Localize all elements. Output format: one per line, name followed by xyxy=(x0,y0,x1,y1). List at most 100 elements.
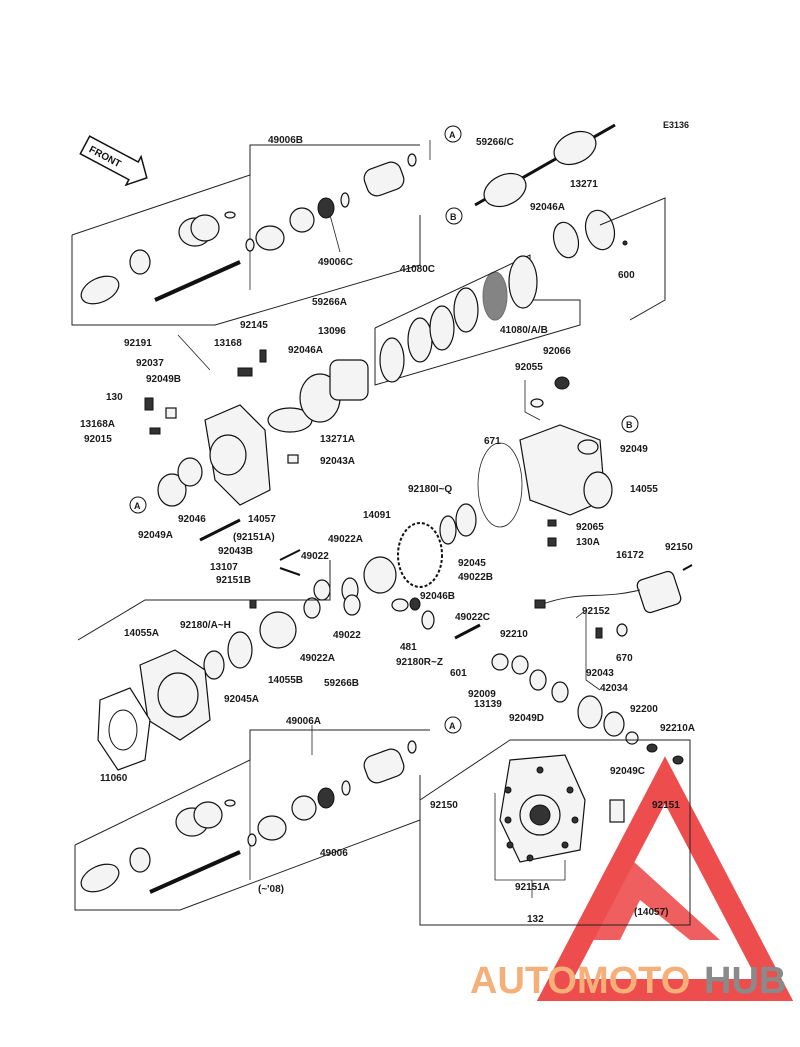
label-92046B: 92046B xyxy=(420,591,455,602)
label-49006B: 49006B xyxy=(268,135,303,146)
label-92180R-Z: 92180R~Z xyxy=(396,657,443,668)
clutch-pack-assembly: 41080C 41080/A/B xyxy=(374,254,581,386)
label-92049: 92049 xyxy=(620,444,648,455)
diagram-code: E3136 xyxy=(663,120,689,130)
sub-assembly-box-14057: 92150 92151 92151A 132 (14057) xyxy=(419,739,691,926)
label-92065: 92065 xyxy=(576,522,604,533)
label-41080AB: 41080/A/B xyxy=(500,325,548,336)
label-14057-paren: (14057) xyxy=(634,907,668,918)
label-92145: 92145 xyxy=(240,320,268,331)
label-13107: 13107 xyxy=(210,562,238,573)
label-49006C: 49006C xyxy=(318,257,353,268)
housing-14055A: 14055A 11060 xyxy=(77,560,331,784)
ref-marker-b-mid xyxy=(621,415,639,433)
svg-text:A: A xyxy=(449,721,456,731)
label-42034: 42034 xyxy=(600,683,628,694)
label-92210: 92210 xyxy=(500,629,528,640)
label-481: 481 xyxy=(400,642,417,653)
label-92151A-paren: (92151A) xyxy=(233,532,275,543)
watermark-part1: AUTOMOTO xyxy=(470,960,690,1002)
label-671: 671 xyxy=(484,436,501,447)
label-49006A: 49006A xyxy=(286,716,321,727)
label-92210A: 92210A xyxy=(660,723,695,734)
rear-housing-14055: B 92066 92055 92049 671 92180I~Q 14055 9… xyxy=(408,346,658,548)
label-14055A: 14055A xyxy=(124,628,159,639)
label-59266B: 59266B xyxy=(324,678,359,689)
label-601: 601 xyxy=(450,668,467,679)
label-92046A-top: 92046A xyxy=(530,202,565,213)
label-92191: 92191 xyxy=(124,338,152,349)
label-130: 130 xyxy=(106,392,123,403)
label-92049D: 92049D xyxy=(509,713,544,724)
label-92055: 92055 xyxy=(515,362,543,373)
differential-gears: 14091 49022A 92045 92043B 49022 13107 49… xyxy=(180,503,684,765)
label-92150-right: 92150 xyxy=(665,542,693,553)
label-670: 670 xyxy=(616,653,633,664)
ref-marker-a-mid xyxy=(129,496,147,514)
ref-marker-a-bottom xyxy=(444,716,462,734)
watermark-logo xyxy=(536,756,794,1001)
label-59266A: 59266A xyxy=(312,297,347,308)
label-92043B: 92043B xyxy=(218,546,253,557)
front-arrow-icon: FRONT xyxy=(79,135,148,187)
front-housing-14057: A 92191 92145 13096 13168 92046A 92037 9… xyxy=(80,320,369,543)
label-600: 600 xyxy=(618,270,635,281)
label-41080C: 41080C xyxy=(400,264,435,275)
svg-text:A: A xyxy=(134,501,141,511)
right-axle-assembly: B 59266/C 13271 92046A 600 xyxy=(445,123,666,321)
ref-marker-b-top xyxy=(445,207,463,225)
label-13168: 13168 xyxy=(214,338,242,349)
label-92045: 92045 xyxy=(458,558,486,569)
label-92049C: 92049C xyxy=(610,766,645,777)
label-92200: 92200 xyxy=(630,704,658,715)
label-130A: 130A xyxy=(576,537,600,548)
label-92151A-box: 92151A xyxy=(515,882,550,893)
label-13139: 13139 xyxy=(474,699,502,710)
svg-text:A: A xyxy=(449,130,456,140)
label-11060: 11060 xyxy=(100,773,128,784)
label-49022B: 49022B xyxy=(458,572,493,583)
label-13168A: 13168A xyxy=(80,419,115,430)
label-92043A: 92043A xyxy=(320,456,355,467)
label-92043: 92043 xyxy=(586,668,614,679)
label-49022C: 49022C xyxy=(455,612,490,623)
label-14057: 14057 xyxy=(248,514,276,525)
label-49022-b: 49022 xyxy=(333,630,361,641)
label-92015: 92015 xyxy=(84,434,112,445)
label-14055B: 14055B xyxy=(268,675,303,686)
label-92049A: 92049A xyxy=(138,530,173,541)
label-49022-a: 49022 xyxy=(301,551,329,562)
svg-text:B: B xyxy=(450,212,457,222)
watermark-part2: HUB xyxy=(704,960,786,1002)
label-13096: 13096 xyxy=(318,326,346,337)
ref-marker-a-top xyxy=(444,125,462,143)
label-92180I-Q: 92180I~Q xyxy=(408,484,452,495)
label-13271: 13271 xyxy=(570,179,598,190)
watermark-text: AUTOMOTO HUB xyxy=(470,960,786,1002)
label-49006: 49006 xyxy=(320,848,348,859)
label-14091: 14091 xyxy=(363,510,391,521)
label-92049B: 92049B xyxy=(146,374,181,385)
label-49022A-top: 49022A xyxy=(328,534,363,545)
label-92009: 92009 xyxy=(468,689,496,700)
label-92066: 92066 xyxy=(543,346,571,357)
label-92152: 92152 xyxy=(582,606,610,617)
label-92180A-H: 92180/A~H xyxy=(180,620,231,631)
label-13271A: 13271A xyxy=(320,434,355,445)
sensor-16172: 16172 92150 92152 670 92043 42034 92200 … xyxy=(534,542,695,777)
label-92151B: 92151B xyxy=(216,575,251,586)
label-49022A-bot: 49022A xyxy=(300,653,335,664)
label-92046A-mid: 92046A xyxy=(288,345,323,356)
svg-text:B: B xyxy=(626,420,633,430)
label-92045A: 92045A xyxy=(224,694,259,705)
label-08: (~'08) xyxy=(258,884,284,895)
label-132: 132 xyxy=(527,914,544,925)
label-59266C: 59266/C xyxy=(476,137,514,148)
label-14055: 14055 xyxy=(630,484,658,495)
label-92150-box: 92150 xyxy=(430,800,458,811)
label-92151-box: 92151 xyxy=(652,800,680,811)
label-92046: 92046 xyxy=(178,514,206,525)
label-16172: 16172 xyxy=(616,550,644,561)
top-shaft-assembly: 49006B 49006C 59266A A xyxy=(71,125,462,326)
